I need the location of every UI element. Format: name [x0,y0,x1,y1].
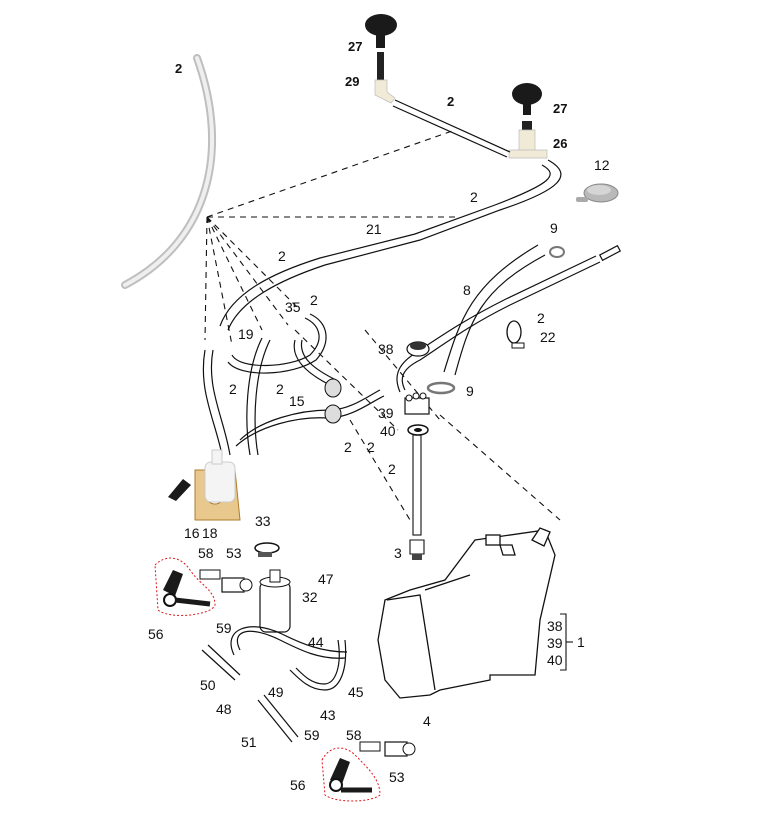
callout-16: 16 [184,525,200,541]
hose-top [392,99,511,158]
assembly-item-38: 38 [547,618,563,634]
clamp-22 [506,320,525,349]
callout-19: 19 [238,326,254,342]
callout-26: 26 [553,136,568,151]
callout-15: 15 [289,393,305,409]
callout-48: 48 [216,701,232,717]
callout-53-bottom: 53 [389,769,405,785]
pump-32 [259,569,291,633]
callout-9-top: 9 [550,220,558,236]
clamp-33 [254,542,280,557]
callout-2-35: 2 [310,292,318,308]
hoses-left [202,313,385,456]
connector-39 [404,392,430,415]
callout-49: 49 [268,684,284,700]
callout-2-clear-hose: 2 [175,61,183,76]
cap-38 [406,341,430,357]
assembly-parent-1: 1 [577,634,585,650]
callout-58-top: 58 [198,545,214,561]
connector-53-top [221,577,253,593]
callout-2-right: 2 [537,310,545,326]
callout-2-top-hose: 2 [447,94,455,109]
callout-56-bottom: 56 [290,777,306,793]
part-56-top [154,557,216,616]
assembly-bracket [560,613,573,671]
callout-45: 45 [348,684,364,700]
callout-33: 33 [255,513,271,529]
assembly-item-40: 40 [547,652,563,668]
callout-21: 21 [366,221,382,237]
callout-32: 32 [302,589,318,605]
callout-43: 43 [320,707,336,723]
assembly-group-list: 38 39 40 [547,618,563,669]
callout-59-bottom: 59 [304,727,320,743]
cap-12 [576,183,619,203]
callout-56-top: 56 [148,626,164,642]
dashed-leaders [204,129,561,521]
callout-59-top: 59 [216,620,232,636]
nozzle-left [365,14,397,104]
callout-47: 47 [318,571,334,587]
part-56-bottom [321,747,381,802]
seal-40 [407,424,429,436]
pump-18 [194,449,241,521]
clip-58-top [199,569,221,580]
callout-4: 4 [423,713,431,729]
callout-18: 18 [202,525,218,541]
callout-38: 38 [378,341,394,357]
callout-51: 51 [241,734,257,750]
callout-2-valve-a: 2 [344,439,352,455]
clear-hose [121,54,217,289]
grommet-16 [168,479,191,501]
valves-15 [324,378,342,424]
callout-2-upper-long: 2 [470,189,478,205]
hose-upper-long [219,159,562,331]
callout-22: 22 [540,329,556,345]
callout-44: 44 [308,634,324,650]
callout-27-top: 27 [348,39,363,54]
clip-9-top [549,246,565,258]
connector-53-bottom [384,741,416,757]
clip-9-bottom [426,381,456,395]
callout-53-top: 53 [226,545,242,561]
callout-12: 12 [594,157,610,173]
callout-8: 8 [463,282,471,298]
tube-vertical [409,434,425,560]
callout-35: 35 [285,299,301,315]
clip-58-bottom [359,741,381,752]
callout-50: 50 [200,677,216,693]
callout-29: 29 [345,74,360,89]
callout-58-bottom: 58 [346,727,362,743]
hose-8 [443,244,546,376]
callout-2-left-a: 2 [229,381,237,397]
callout-2-mid: 2 [278,248,286,264]
callout-2-left-b: 2 [276,381,284,397]
nozzle-right [508,83,548,159]
callout-40: 40 [380,423,396,439]
hoses-lower [201,626,348,743]
callout-39: 39 [378,405,394,421]
callout-2-valve-b: 2 [367,439,375,455]
reservoir-1 [377,527,556,699]
assembly-item-39: 39 [547,635,563,651]
callout-9-bottom: 9 [466,383,474,399]
callout-2-vertical: 2 [388,461,396,477]
callout-27-right: 27 [553,101,568,116]
callout-3: 3 [394,545,402,561]
hose-right [396,244,622,393]
